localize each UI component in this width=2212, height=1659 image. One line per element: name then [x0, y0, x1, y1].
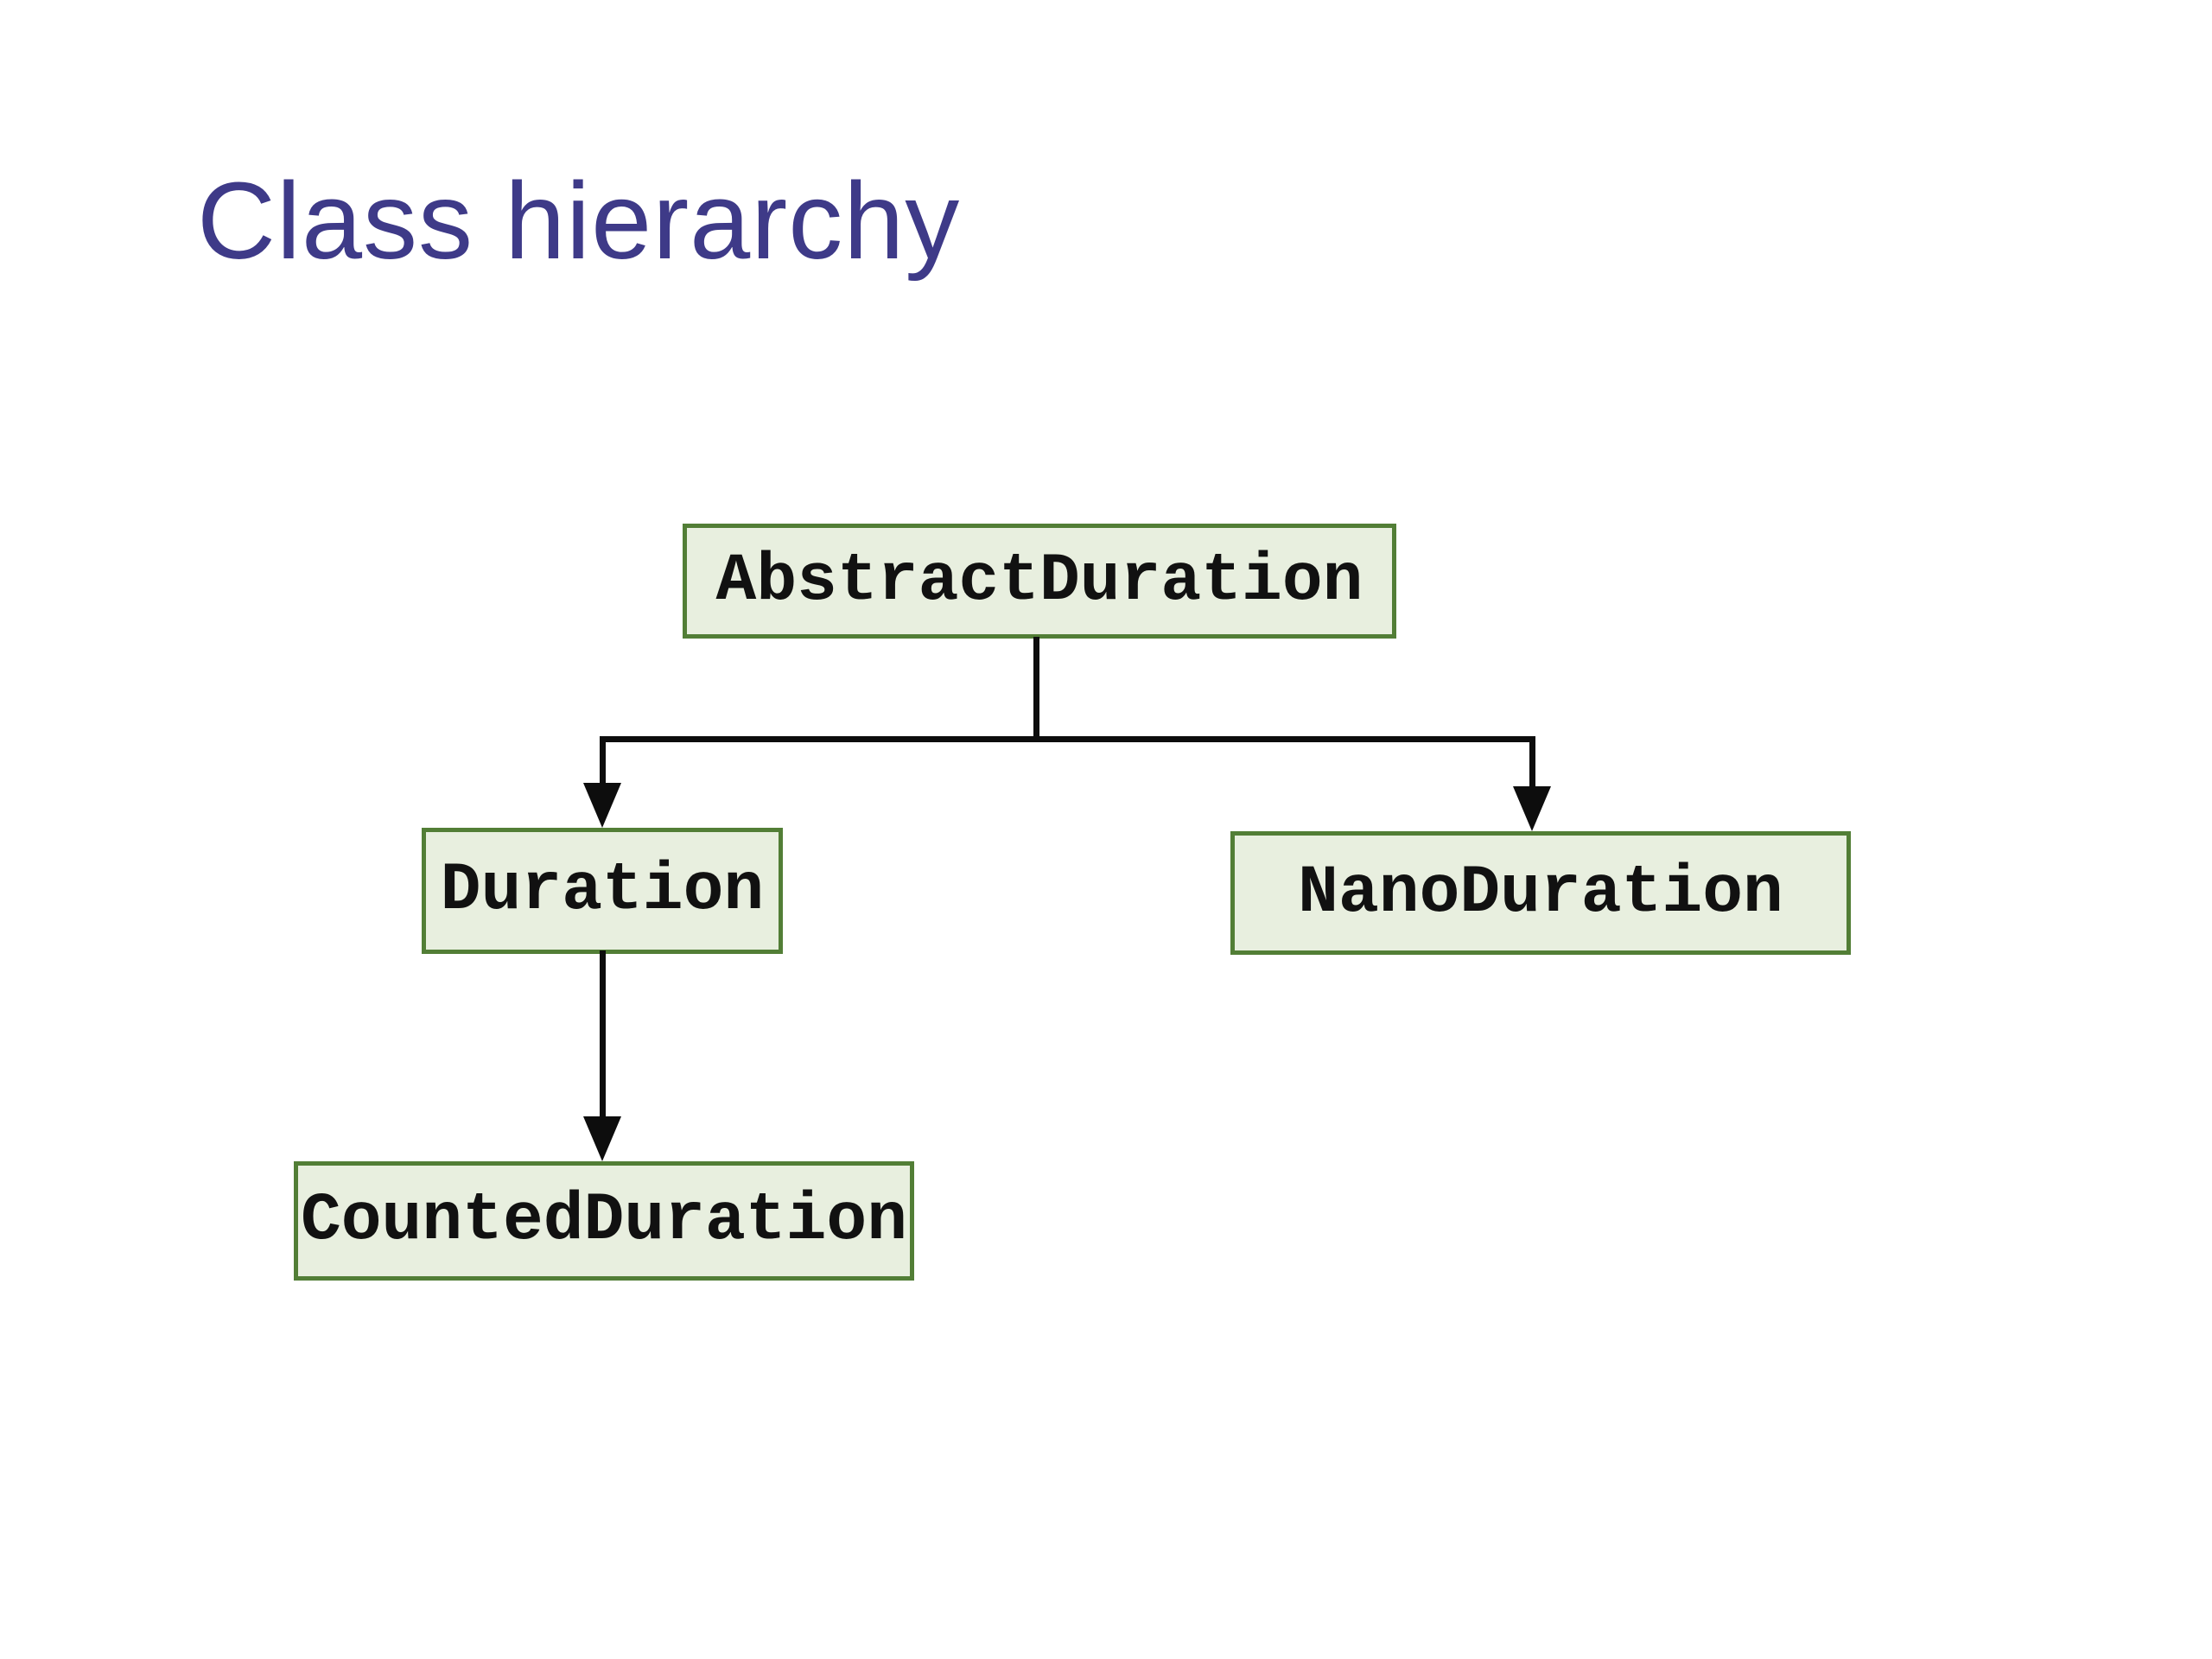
class-node-label: AbstractDuration	[715, 543, 1363, 620]
class-node-label: Duration	[440, 853, 765, 929]
edge-abstractduration-stub-line	[1033, 637, 1039, 739]
edge-abstractduration-to-duration-line	[600, 736, 606, 786]
class-node-duration: Duration	[422, 828, 783, 954]
class-node-label: CountedDuration	[300, 1183, 908, 1259]
arrowhead-down-duration-icon	[583, 783, 621, 828]
edge-branch-rail-line	[600, 736, 1535, 742]
class-node-label: NanoDuration	[1298, 855, 1783, 931]
page-title: Class hierarchy	[197, 160, 961, 282]
arrowhead-down-countedduration-icon	[583, 1116, 621, 1161]
arrowhead-down-nanoduration-icon	[1513, 786, 1551, 831]
class-node-nanoduration: NanoDuration	[1230, 831, 1851, 955]
class-node-countedduration: CountedDuration	[294, 1161, 914, 1281]
edge-abstractduration-to-nanoduration-line	[1529, 736, 1535, 790]
edge-duration-to-countedduration-line	[600, 950, 606, 1120]
class-node-abstractduration: AbstractDuration	[683, 524, 1396, 639]
